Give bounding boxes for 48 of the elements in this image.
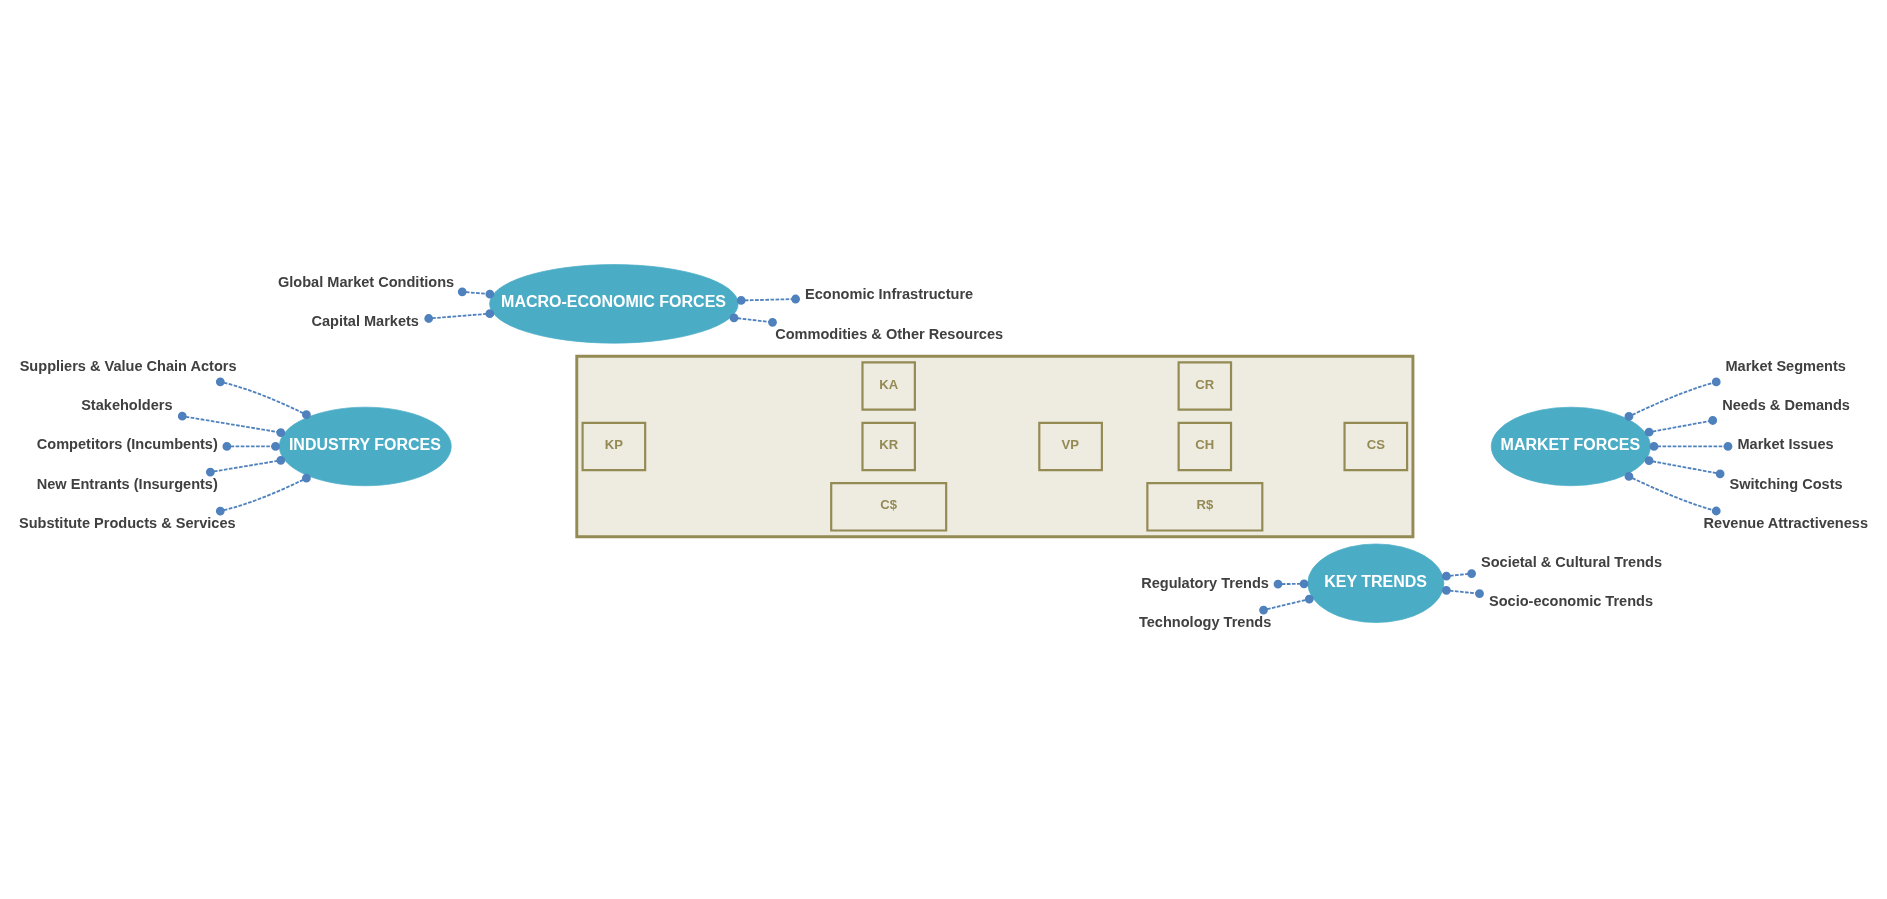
node-box: KR [861, 421, 916, 471]
node-box: KA [861, 360, 916, 411]
connector [1624, 377, 1721, 421]
node-text: Economic Infrastructure [805, 285, 974, 302]
connector [215, 473, 311, 515]
connector [1259, 594, 1314, 614]
node-box: KP [581, 421, 647, 471]
node-text: Capital Markets [311, 312, 419, 329]
node-text: Global Market Conditions [277, 273, 455, 290]
connector [1624, 471, 1721, 515]
node-box: CH [1177, 421, 1233, 471]
node-text: Technology Trends [1138, 613, 1272, 630]
cluster [575, 354, 1415, 538]
connector [222, 441, 280, 451]
node-text: Competitors (Incumbents) [36, 435, 218, 452]
node-box: VP [1038, 421, 1103, 471]
node-box: CR [1177, 360, 1233, 411]
node-text: Needs & Demands [1722, 396, 1850, 413]
connector [1273, 578, 1309, 588]
connector [1644, 415, 1718, 437]
node-text: Substitute Products & Services [18, 514, 236, 531]
node-text: Market Issues [1737, 435, 1834, 452]
connector [177, 411, 286, 437]
node-text: Societal & Cultural Trends [1480, 553, 1663, 570]
node-text: New Entrants (Insurgents) [36, 475, 218, 492]
node-box: C$ [830, 481, 948, 532]
connector [457, 286, 495, 298]
node-text: Switching Costs [1729, 475, 1843, 492]
node-text: Commodities & Other Resources [775, 325, 1004, 342]
node-ellipse: KEY TRENDS [1307, 543, 1445, 623]
connector [205, 455, 286, 476]
node-text: Revenue Attractiveness [1703, 514, 1869, 531]
connector [215, 376, 311, 419]
connector [1644, 455, 1725, 478]
node-text: Socio-economic Trends [1488, 592, 1654, 609]
connector [729, 312, 777, 327]
node-box: CS [1343, 421, 1409, 471]
node-text: Regulatory Trends [1141, 574, 1269, 591]
connector [1441, 568, 1476, 581]
connector [1649, 441, 1733, 451]
node-text: Stakeholders [81, 396, 173, 413]
node-ellipse: MARKET FORCES [1490, 406, 1651, 486]
node-box: R$ [1146, 481, 1264, 532]
node-text: Market Segments [1725, 357, 1846, 374]
connector [1441, 585, 1484, 598]
connector [424, 308, 495, 323]
node-text: Suppliers & Value Chain Actors [19, 357, 237, 374]
connector [736, 294, 800, 305]
